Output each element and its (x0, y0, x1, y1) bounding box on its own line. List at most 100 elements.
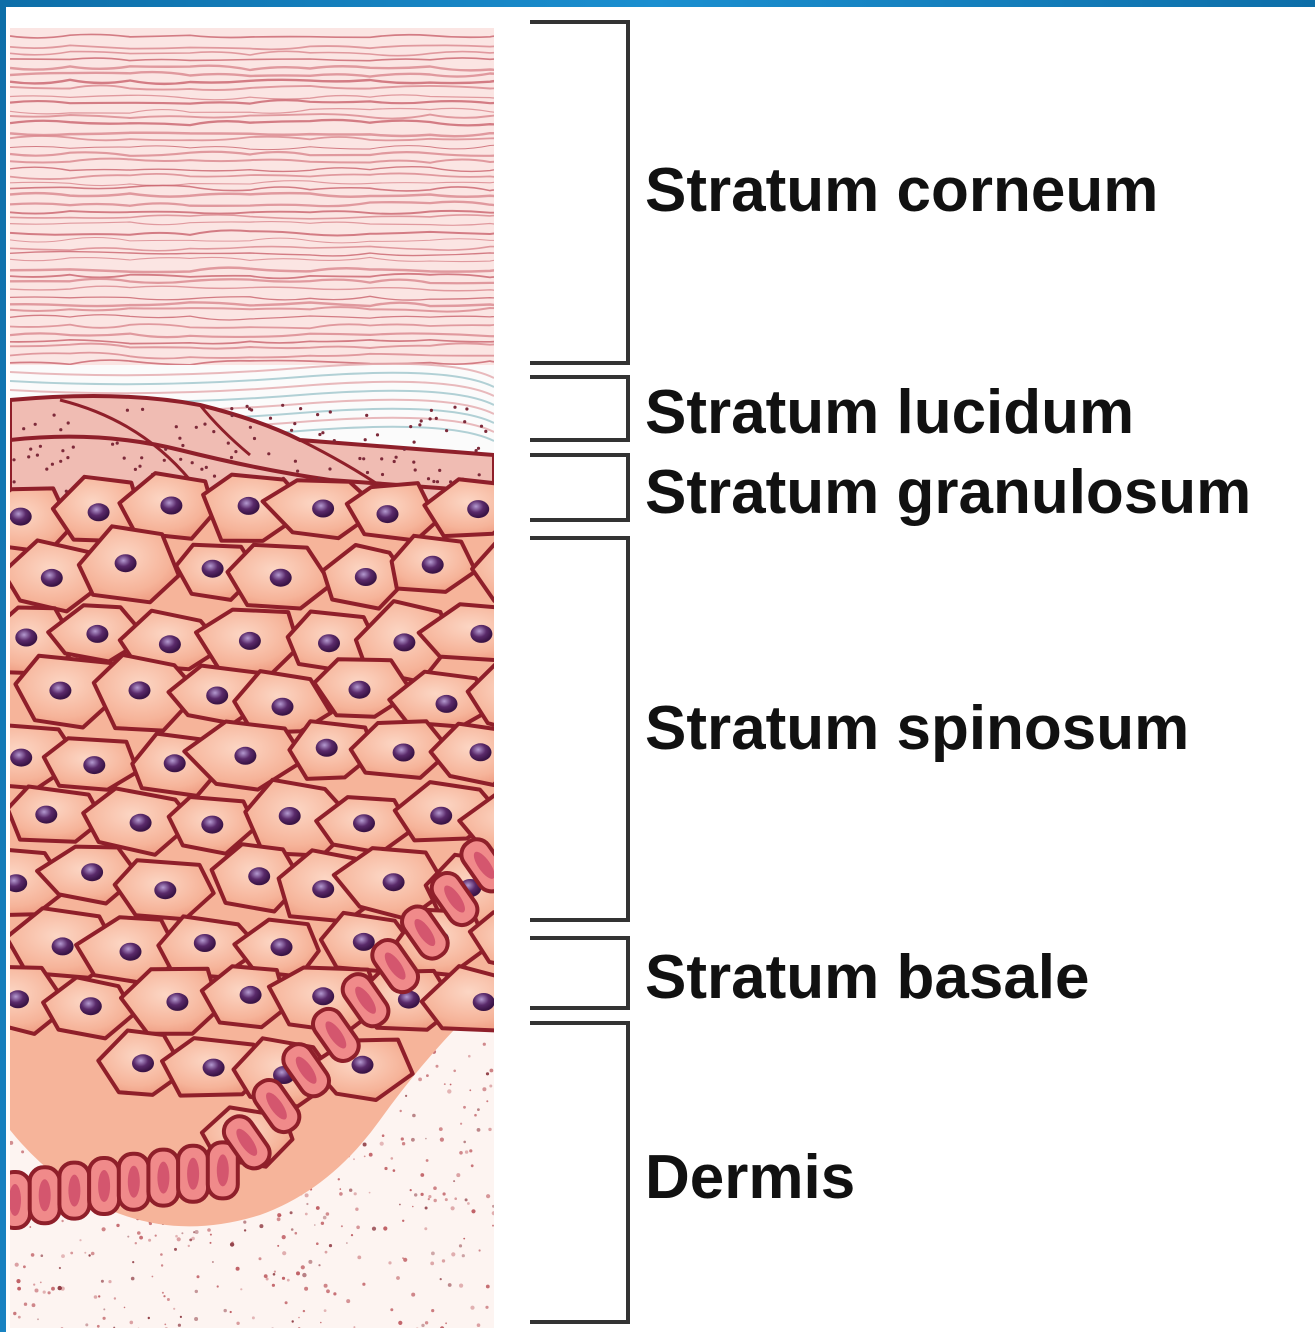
dermis-fiber (463, 1106, 466, 1109)
dermis-fiber (108, 1280, 111, 1283)
granule (364, 438, 367, 441)
dermis-fiber (443, 1192, 446, 1195)
dermis-fiber (35, 1289, 39, 1293)
dermis-fiber (136, 1328, 140, 1332)
dermis-fiber (401, 1137, 404, 1140)
dermis-fiber (382, 1134, 385, 1137)
cell-nucleus (238, 497, 260, 515)
dermis-fiber (266, 1278, 269, 1281)
dermis-fiber (346, 1242, 348, 1244)
granule (366, 471, 369, 474)
cell-nucleus (248, 867, 270, 885)
cell-nucleus (132, 1054, 154, 1072)
granule (430, 409, 433, 412)
dermis-fiber (356, 1226, 360, 1230)
dermis-fiber (188, 1245, 190, 1247)
dermis-fiber (103, 1317, 106, 1320)
dermis-fiber (355, 1208, 358, 1211)
dermis-fiber (16, 1279, 20, 1283)
granule (230, 407, 233, 410)
dermis-fiber (477, 1128, 481, 1132)
granule (59, 428, 62, 431)
dermis-fiber (353, 1158, 355, 1160)
dermis-fiber (290, 1211, 293, 1214)
dermis-fiber (31, 1253, 35, 1257)
dermis-fiber (48, 1291, 51, 1294)
dermis-fiber (425, 1321, 428, 1324)
dermis-fiber (102, 1227, 106, 1231)
dermis-fiber (338, 1178, 340, 1180)
granule (66, 456, 69, 459)
basal-cell-nucleus (187, 1158, 199, 1190)
dermis-fiber (282, 1277, 285, 1280)
dermis-fiber (414, 1193, 417, 1196)
cell-nucleus (270, 569, 292, 587)
dermis-fiber (131, 1277, 135, 1281)
dermis-fiber (380, 1142, 384, 1146)
granule (212, 430, 215, 433)
dermis-fiber (292, 1320, 294, 1322)
cell-nucleus (393, 633, 415, 651)
dermis-fiber (287, 1279, 290, 1282)
dermis-fiber (477, 1323, 481, 1327)
dermis-fiber (460, 1123, 462, 1125)
granule (329, 410, 332, 413)
granule (475, 449, 478, 452)
bracket-lucidum (530, 377, 628, 440)
dermis-fiber (445, 1322, 447, 1324)
dermis-fiber (354, 1192, 357, 1195)
granule (418, 423, 421, 426)
dermis-fiber (390, 1308, 393, 1311)
dermis-fiber (59, 1267, 61, 1269)
dermis-fiber (305, 1193, 309, 1197)
dermis-fiber (383, 1226, 387, 1230)
granule (51, 463, 54, 466)
dermis-fiber (440, 1138, 444, 1142)
dermis-fiber (433, 1186, 437, 1190)
dermis-fiber (492, 1211, 496, 1215)
dermis-fiber (282, 1251, 286, 1255)
dermis-fiber (424, 1227, 427, 1230)
dermis-fiber (426, 1159, 429, 1162)
cell-nucleus (312, 987, 334, 1005)
dermis-fiber (195, 1290, 198, 1293)
granule (72, 446, 75, 449)
cell-nucleus (194, 934, 216, 952)
dermis-fiber (482, 1087, 486, 1091)
dermis-fiber (339, 1192, 343, 1196)
cell-nucleus (355, 568, 377, 586)
dermis-fiber (132, 1261, 134, 1263)
dermis-fiber (308, 1260, 312, 1264)
granule (480, 425, 483, 428)
dermis-fiber (445, 1198, 448, 1201)
granule (453, 406, 456, 409)
granule (163, 459, 166, 462)
dermis-fiber (195, 1230, 199, 1234)
cell-nucleus (115, 554, 137, 572)
dermis-fiber (411, 1138, 415, 1142)
dermis-fiber (428, 1198, 430, 1200)
granule (203, 423, 206, 426)
cell-nucleus (470, 743, 492, 761)
dermis-fiber (17, 1287, 21, 1291)
dermis-fiber (405, 1095, 407, 1097)
dermis-fiber (468, 1055, 471, 1058)
dermis-fiber (469, 1089, 471, 1091)
basal-cell (30, 1167, 60, 1223)
cell-nucleus (83, 756, 105, 774)
label-dermis: Dermis (645, 1147, 855, 1209)
granule (116, 442, 119, 445)
dermis-fiber (398, 1321, 402, 1325)
dermis-fiber (152, 1276, 154, 1278)
cell-nucleus (159, 635, 181, 653)
granule (318, 433, 321, 436)
dermis-fiber (91, 1252, 95, 1256)
cell-nucleus (52, 937, 74, 955)
granule (249, 426, 252, 429)
cell-nucleus (120, 943, 142, 961)
dermis-fiber (486, 1194, 490, 1198)
dermis-fiber (483, 1043, 486, 1046)
granule (205, 466, 208, 469)
dermis-fiber (492, 1225, 494, 1227)
granule (438, 469, 441, 472)
